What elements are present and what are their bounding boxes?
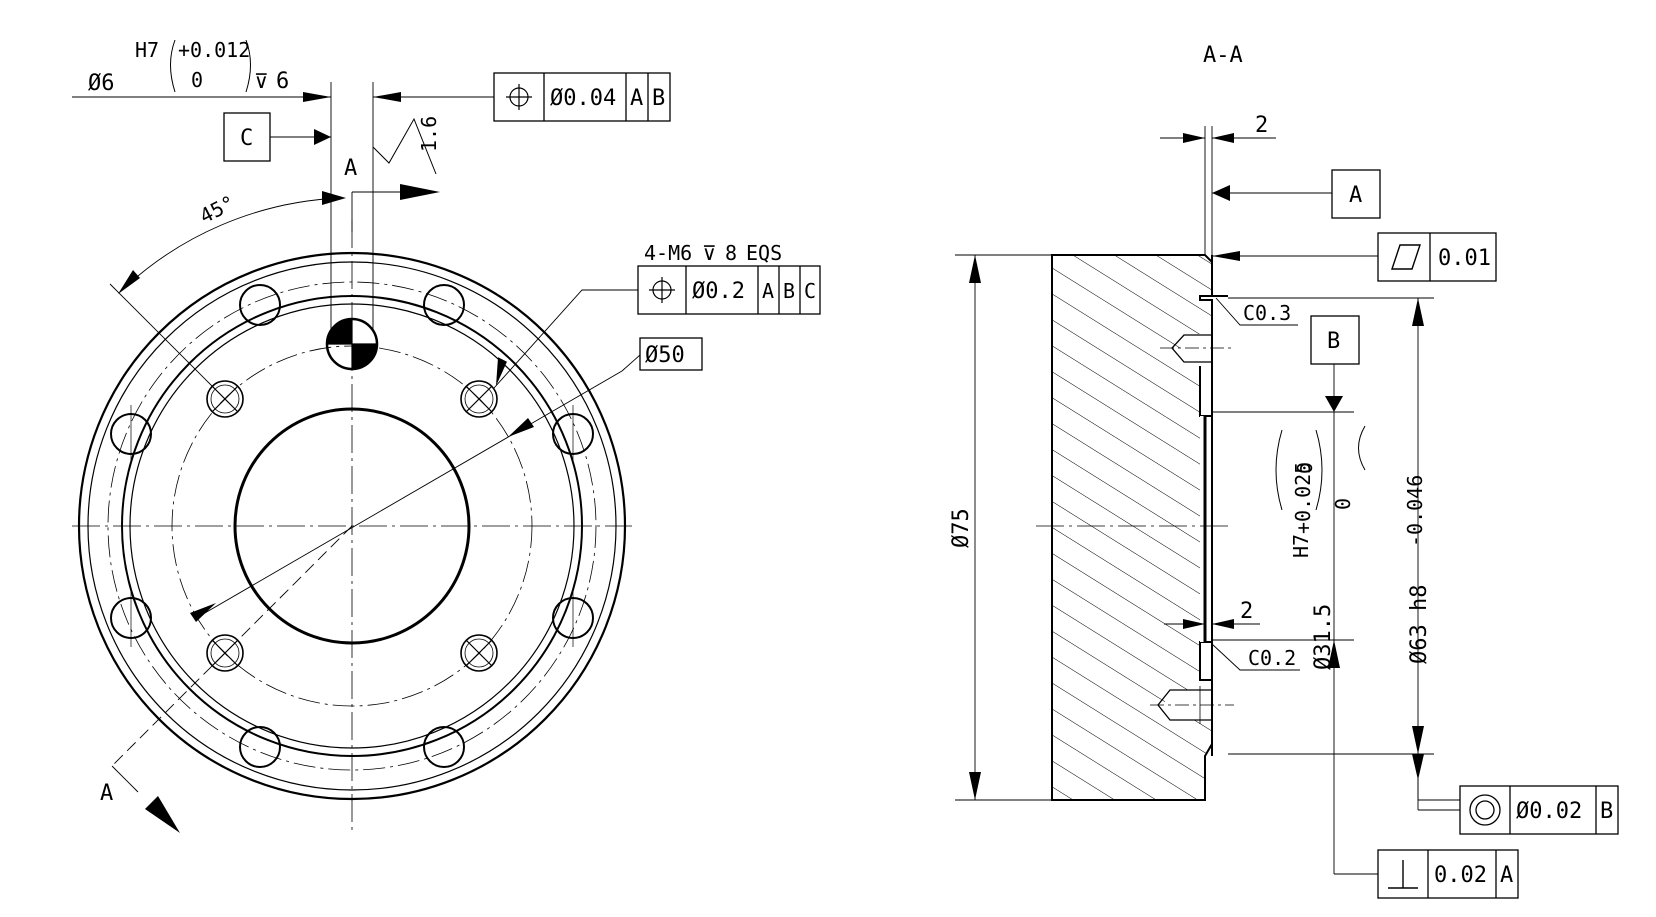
thread-callout: 4-M6: [644, 241, 692, 265]
pin-hole-depth: 6: [276, 69, 289, 94]
front-view: [72, 39, 641, 835]
step-width: 2: [1255, 113, 1268, 138]
position-fcf: [493, 72, 671, 122]
pcd-value: Ø50: [645, 343, 685, 368]
perpendicularity-value: 0.02: [1434, 863, 1487, 888]
depth-symbol-icon: ⊽: [254, 69, 269, 93]
section-title: A-A: [1203, 43, 1243, 68]
position-datum-a: A: [630, 86, 643, 111]
pin-hole-lower-tolerance: 0: [191, 68, 203, 92]
thread-position-value: Ø0.2: [692, 279, 745, 304]
flatness-fcf: [1377, 232, 1497, 282]
pcd-box: [639, 337, 703, 371]
section-label-bottom: A: [100, 781, 113, 806]
bore-diameter: Ø31.5: [1311, 604, 1336, 670]
surface-finish-value: 1.6: [417, 116, 441, 152]
section-label-top: A: [344, 156, 357, 181]
thread-datum-b: B: [783, 279, 795, 303]
flatness-value: 0.01: [1438, 246, 1491, 271]
datum-a-box: [1331, 169, 1381, 219]
datum-c-label: C: [240, 126, 253, 151]
spigot-diameter: Ø63 h8: [1407, 585, 1432, 664]
section-view-annotations: 2 A 0.01 C0.3 B Ø75 H7 +0.025 0 Ø31.5 Ø6…: [949, 113, 1619, 899]
section-view: [955, 126, 1460, 875]
thread-depth: 8: [725, 241, 737, 265]
datum-b-box: [1310, 315, 1360, 365]
tapped-hole-ne: [460, 380, 498, 418]
bolt-hole: [239, 284, 281, 326]
pin-hole-diameter: Ø6: [88, 71, 115, 96]
bore-tolerance-class: H7: [1289, 534, 1313, 558]
thread-datum-a: A: [762, 279, 774, 303]
position-datum-b: B: [652, 86, 665, 111]
concentricity-fcf: [1459, 785, 1619, 835]
concentricity-datum: B: [1600, 799, 1613, 824]
pin-hole-tolerance-class: H7: [135, 38, 159, 62]
bolt-hole: [423, 284, 465, 326]
outer-bolt-holes: [110, 284, 594, 768]
depth-symbol-icon: ⊽: [702, 241, 717, 265]
chamfer-top: C0.3: [1243, 301, 1291, 325]
datum-a-label: A: [1349, 183, 1362, 208]
angle-45: 45°: [196, 190, 239, 228]
bolt-hole: [239, 726, 281, 768]
m6-tapped-holes: [206, 380, 498, 672]
spigot-upper-tolerance: 0: [1331, 498, 1355, 510]
thread-datum-c: C: [804, 279, 816, 303]
bore-lower-tolerance: 0: [1293, 462, 1317, 474]
perpendicularity-datum: A: [1500, 863, 1513, 888]
datum-c-box: [223, 112, 271, 162]
recess-width: 2: [1240, 599, 1253, 624]
tapped-hole-upper: [1160, 334, 1234, 363]
tapped-hole-se: [460, 634, 498, 672]
datum-b-label: B: [1327, 329, 1340, 354]
position-value: Ø0.04: [550, 86, 616, 111]
chamfer-bottom: C0.2: [1248, 646, 1296, 670]
front-view-annotations: Ø6 H7 +0.012 0 ⊽ 6 Ø0.04 A B C 1.6 A 45°…: [88, 38, 821, 806]
spigot-lower-tolerance: -0.046: [1403, 475, 1427, 547]
bore-upper-tolerance: +0.025: [1291, 462, 1315, 534]
bolt-hole: [423, 726, 465, 768]
tapped-hole-lower: [1150, 686, 1234, 724]
pin-hole-upper-tolerance: +0.012: [178, 38, 250, 62]
pin-hole: [325, 317, 379, 371]
concentricity-value: Ø0.02: [1516, 799, 1582, 824]
perpendicularity-fcf: [1377, 849, 1519, 899]
thread-position-fcf: [637, 265, 821, 315]
thread-eqs: EQS: [746, 241, 782, 265]
tapped-hole-sw: [206, 634, 244, 672]
tapped-hole-nw: [206, 380, 244, 418]
outer-diameter: Ø75: [949, 508, 974, 548]
